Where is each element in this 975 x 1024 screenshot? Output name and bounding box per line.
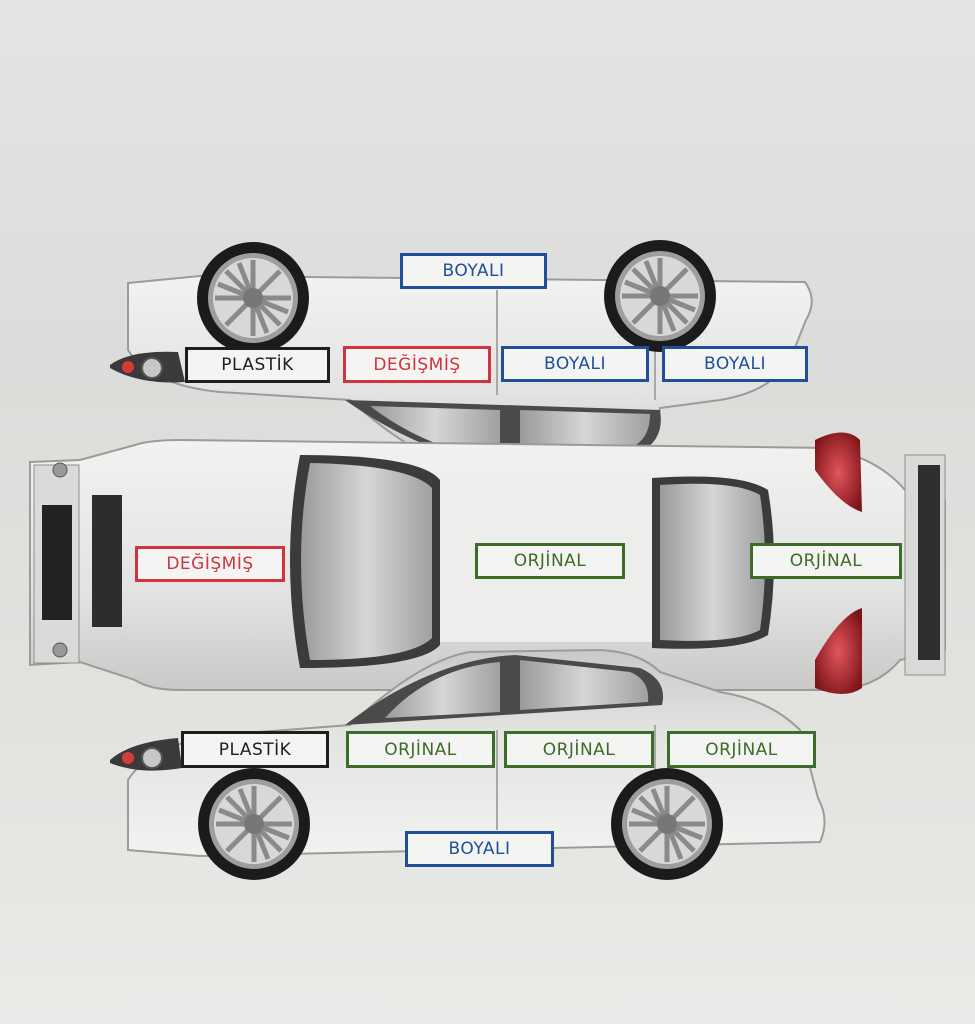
label-top-rear-door: BOYALI [662,346,808,382]
label-bottom-front-door: ORJİNAL [504,731,654,768]
label-trunk: ORJİNAL [750,543,902,579]
window-glass-rear-bottom [520,660,649,710]
label-roof: ORJİNAL [475,543,625,579]
front-wheel-top [197,242,309,354]
label-bottom-rocker-panel: BOYALI [405,831,554,867]
rear-wheel-bottom [611,768,723,880]
indicator-bottom [122,752,134,764]
label-top-front-fender: DEĞİŞMİŞ [343,346,491,383]
lamp-bottom [141,747,163,769]
windshield-glass [301,463,432,660]
front-grille [42,505,72,620]
label-hood: DEĞİŞMİŞ [135,546,285,582]
label-bottom-rear-door: ORJİNAL [667,731,816,768]
fog-lamp [52,462,68,478]
fog-lamp [52,642,68,658]
front-wheel-bottom [198,768,310,880]
tail-lamp-left [815,432,862,512]
tail-lamp-right [815,608,862,694]
indicator-top [122,361,134,373]
label-bottom-front-bumper: PLASTİK [181,731,329,768]
rear-window-glass [660,483,765,641]
label-bottom-front-fender: ORJİNAL [346,731,495,768]
front-grille-upper [92,495,122,627]
label-top-front-bumper: PLASTİK [185,347,330,383]
lamp-top [141,357,163,379]
rear-wheel-top [604,240,716,352]
rear-bumper-trim [918,465,940,660]
window-glass-bottom [385,662,500,718]
label-top-front-door: BOYALI [501,346,649,382]
label-top-roof-panel: BOYALI [400,253,547,289]
